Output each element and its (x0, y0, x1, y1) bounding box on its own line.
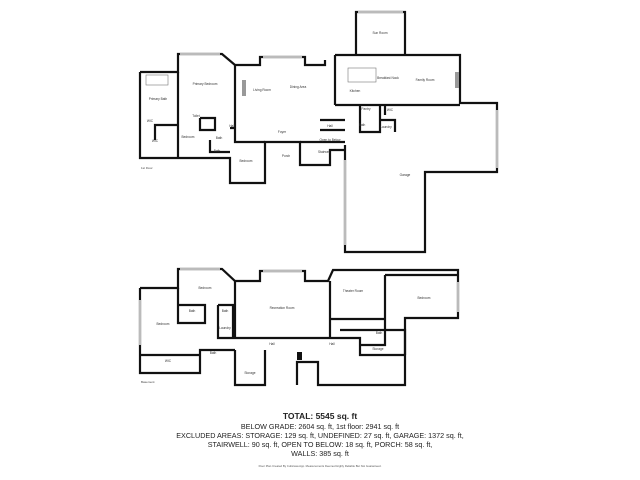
basement-interior (140, 273, 458, 387)
room-label: Family Room (416, 78, 435, 82)
stair-column (297, 352, 302, 360)
room-label: Kitchen (350, 89, 361, 93)
room-label: Hall (327, 124, 333, 128)
room-label: Laundry (380, 125, 392, 129)
room-label: WIC (387, 108, 394, 112)
room-label: WIC (147, 119, 154, 123)
room-label: Hall (329, 342, 335, 346)
room-label: Storage (372, 347, 383, 351)
total-area: TOTAL: 5545 sq. ft (282, 411, 358, 421)
room-label: Bedroom (240, 159, 253, 163)
basement-walls (138, 267, 460, 387)
room-label: Living Room (253, 88, 271, 92)
basement-plan: Bedroom Bedroom Bath Bath Laundry WIC Ba… (138, 267, 460, 387)
room-label: Porch (282, 154, 291, 158)
bathtub (145, 74, 169, 86)
interior-walls (153, 55, 460, 158)
room-label: Pantry (361, 107, 371, 111)
room-label: Bedroom (157, 322, 170, 326)
room-label: Bath (189, 309, 196, 313)
room-label: Bedroom (199, 286, 212, 290)
room-label: Hall (269, 342, 275, 346)
room-label: Laundry (219, 326, 231, 330)
kitchen-island (347, 67, 377, 83)
disclaimer: Floor Plan Created By Cubicasa App. Meas… (258, 464, 382, 468)
walls-area: WALLS: 385 sq. ft (291, 449, 349, 458)
room-label: Bedroom (182, 135, 195, 139)
room-label: Bath (222, 309, 229, 313)
first-floor-plan: Primary Bedroom Primary Bath WIC Toilet … (138, 10, 499, 254)
room-label: Bath (359, 123, 366, 127)
floor-label: Basement (141, 380, 155, 384)
room-label: Dining Area (290, 85, 307, 89)
room-label: Stairwell (318, 150, 330, 154)
room-label: Garage (400, 173, 411, 177)
room-label: Bath (376, 331, 383, 335)
room-label: Bath (214, 149, 221, 153)
room-label: Breakfast Nook (377, 76, 399, 80)
room-label: Toilet (192, 114, 200, 118)
room-label: Theater Room (343, 289, 364, 293)
room-label: Sun Room (372, 31, 387, 35)
room-label: Bath (216, 136, 223, 140)
room-label: Foyer (278, 130, 287, 134)
room-label: Bedroom (418, 296, 431, 300)
room-label: WIC (152, 139, 159, 143)
area-breakdown: BELOW GRADE: 2604 sq. ft, 1st floor: 294… (240, 422, 400, 431)
excluded-areas-cont: STAIRWELL: 90 sq. ft, OPEN TO BELOW: 18 … (207, 440, 433, 449)
room-label: Primary Bedroom (193, 82, 218, 86)
floor-label: 1st Floor (141, 166, 153, 170)
fireplace (455, 72, 459, 88)
room-label: Hall (229, 124, 235, 128)
excluded-areas: EXCLUDED AREAS: STORAGE: 129 sq. ft, UND… (176, 431, 464, 440)
room-label: Primary Bath (149, 97, 168, 101)
room-label: Storage (244, 371, 255, 375)
room-label: Open to Below (320, 138, 342, 142)
room-label: Bath (210, 351, 217, 355)
fireplace (242, 80, 246, 96)
room-label: Recreation Room (270, 306, 295, 310)
room-label: WIC (165, 359, 172, 363)
